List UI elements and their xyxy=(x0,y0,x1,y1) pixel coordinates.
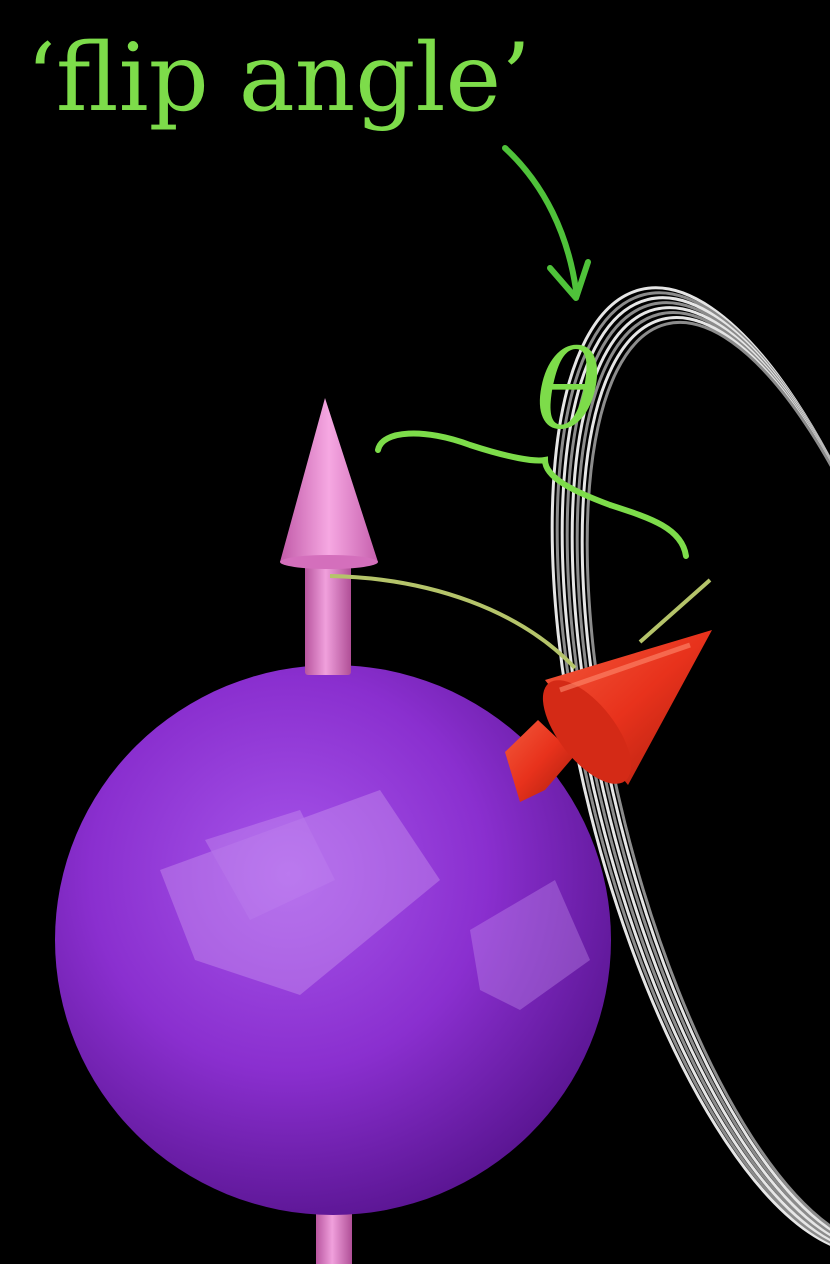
coil-wire-loop xyxy=(555,291,830,1253)
coil-wire-loop xyxy=(585,320,830,1248)
angle-brace xyxy=(375,430,689,559)
theta-symbol: θ xyxy=(536,329,601,454)
coil-wire-loop xyxy=(580,315,830,1249)
flipped-magnetization-arrow-icon xyxy=(505,630,712,802)
angle-arc-tip xyxy=(638,578,712,644)
coil-wire-loop xyxy=(565,301,830,1251)
rf-coil-icon xyxy=(550,286,830,1254)
proton-sphere-icon xyxy=(55,665,611,1215)
coil-wire-loop xyxy=(550,286,830,1254)
coil-wire-loop xyxy=(575,311,830,1249)
flip-angle-title: ‘flip angle’ xyxy=(26,24,531,133)
sphere-highlights xyxy=(160,790,590,1010)
coil-wire-loop xyxy=(560,296,830,1252)
angle-arc xyxy=(329,574,577,670)
coil-wire-loop xyxy=(570,306,830,1250)
pointer-arrow-icon xyxy=(502,145,591,301)
initial-magnetization-arrow-icon xyxy=(280,398,378,675)
